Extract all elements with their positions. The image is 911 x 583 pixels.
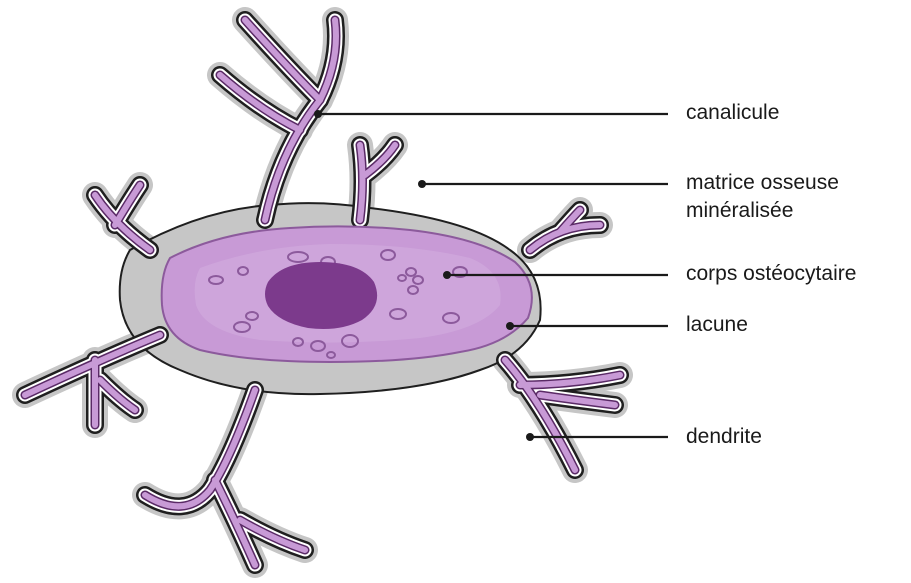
label-matrice-osseuse: matrice osseuse minéralisée [686,169,839,225]
label-lacune: lacune [686,311,748,339]
label-matrice-line1: matrice osseuse [686,169,839,197]
label-corps-osteocytaire: corps ostéocytaire [686,260,856,288]
label-canalicule: canalicule [686,99,779,127]
label-matrice-line2: minéralisée [686,197,839,225]
label-dendrite: dendrite [686,423,762,451]
